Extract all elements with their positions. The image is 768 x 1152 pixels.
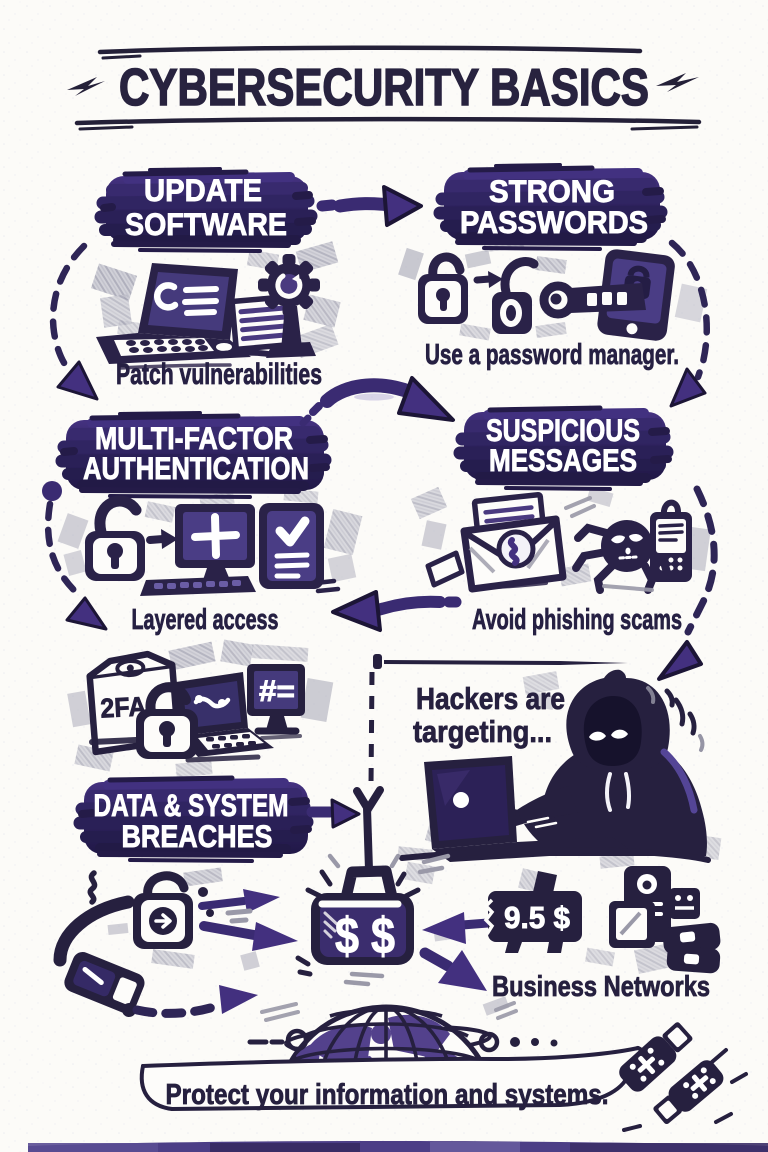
- svg-text:$ $: $ $: [335, 907, 395, 964]
- svg-text:DATA & SYSTEM: DATA & SYSTEM: [94, 787, 289, 823]
- svg-text:MESSAGES: MESSAGES: [489, 442, 637, 478]
- svg-text:SUSPICIOUS: SUSPICIOUS: [486, 412, 640, 448]
- svg-text:Protect your information and s: Protect your information and systems.: [166, 1079, 609, 1111]
- svg-text:Business Networks: Business Networks: [492, 971, 710, 1003]
- svg-text:SOFTWARE: SOFTWARE: [125, 206, 287, 242]
- svg-text:MULTI-FACTOR: MULTI-FACTOR: [95, 420, 293, 456]
- svg-text:AUTHENTICATION: AUTHENTICATION: [83, 450, 309, 486]
- svg-text:targeting...: targeting...: [413, 714, 552, 749]
- svg-text:UPDATE: UPDATE: [144, 172, 262, 208]
- svg-text:Hackers are: Hackers are: [416, 681, 565, 716]
- svg-text:STRONG: STRONG: [489, 173, 615, 209]
- svg-text:9.5 $: 9.5 $: [504, 900, 570, 935]
- svg-text:Avoid phishing scams: Avoid phishing scams: [472, 604, 682, 636]
- svg-text:Layered access: Layered access: [132, 604, 279, 636]
- svg-text:Use a password manager.: Use a password manager.: [425, 339, 679, 371]
- svg-text:CYBERSECURITY BASICS: CYBERSECURITY BASICS: [119, 59, 649, 117]
- svg-text:PASSWORDS: PASSWORDS: [460, 204, 648, 240]
- svg-text:Patch vulnerabilities: Patch vulnerabilities: [116, 358, 322, 391]
- svg-text:BREACHES: BREACHES: [122, 818, 273, 854]
- svg-text:#=: #=: [259, 675, 295, 708]
